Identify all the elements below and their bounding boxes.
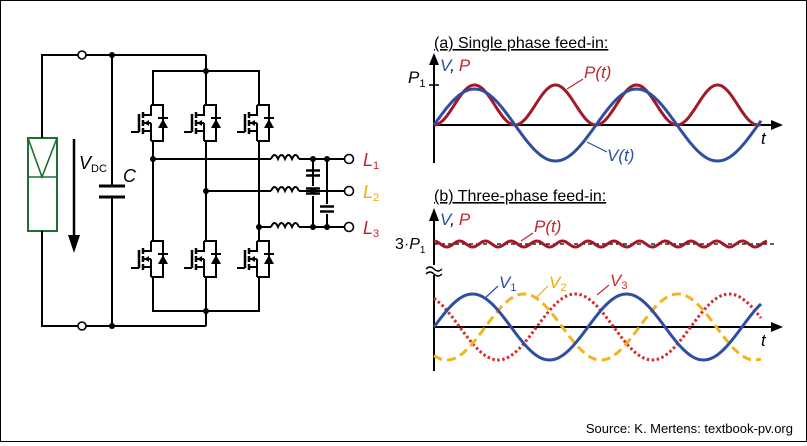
- plot-b-voltage-1-curve: [432, 292, 763, 362]
- junction-dots: [109, 52, 330, 329]
- plot-a-v-label: V(t): [607, 146, 634, 165]
- filter-inductors: [270, 154, 300, 228]
- terminals: [77, 50, 355, 331]
- plot-b-power-curve: [433, 239, 768, 249]
- plot-single-phase: (a) Single phase feed-in: V,P P1 t P(t) …: [408, 35, 783, 165]
- switch-icon: [235, 239, 276, 279]
- plot-b-v2-label: V2: [549, 273, 566, 294]
- plot-b-xlabel: t: [761, 331, 767, 350]
- phase-label-l1: L1: [363, 150, 379, 172]
- vdc-arrow-icon: [68, 139, 80, 253]
- plot-b-v1-label: V1: [499, 273, 516, 294]
- plot-a-p1-tick: P1: [408, 68, 425, 90]
- capacitor-label: C: [123, 166, 137, 186]
- plot-b-voltage-3-curve: [433, 292, 763, 362]
- switch-icon: [129, 103, 170, 143]
- source-credit: Source: K. Mertens: textbook-pv.org: [586, 421, 793, 436]
- plot-b-ylabel: V,P: [440, 210, 471, 229]
- inverter-circuit: VDC C L1 L2 L3: [27, 50, 379, 331]
- switch-icon: [235, 103, 276, 143]
- plot-a-p-label: P(t): [584, 63, 611, 82]
- switch-icon: [129, 239, 170, 279]
- switch-icon: [182, 103, 223, 143]
- plot-b-title: (b) Three-phase feed-in:: [434, 188, 606, 205]
- switch-icon: [182, 239, 223, 279]
- plot-b-p-label: P(t): [534, 217, 561, 236]
- phase-label-l2: L2: [363, 182, 379, 204]
- plot-three-phase: (b) Three-phase feed-in: V,P 3·P1 t P(t)…: [395, 188, 783, 371]
- plot-a-voltage-curve: [432, 87, 763, 163]
- vdc-label: VDC: [79, 153, 107, 175]
- dc-wiring: [41, 54, 344, 327]
- phase-label-l3: L3: [363, 218, 379, 240]
- plot-a-ylabel: V,P: [440, 56, 471, 75]
- plot-b-level-label: 3·P1: [395, 236, 426, 256]
- axis-break-icon: [425, 266, 443, 277]
- plot-a-title: (a) Single phase feed-in:: [434, 35, 608, 52]
- plot-a-xlabel: t: [761, 129, 767, 148]
- pv-module-icon: [27, 137, 58, 232]
- plot-b-voltage-2-curve: [433, 292, 762, 362]
- plot-b-v3-label: V3: [610, 271, 627, 292]
